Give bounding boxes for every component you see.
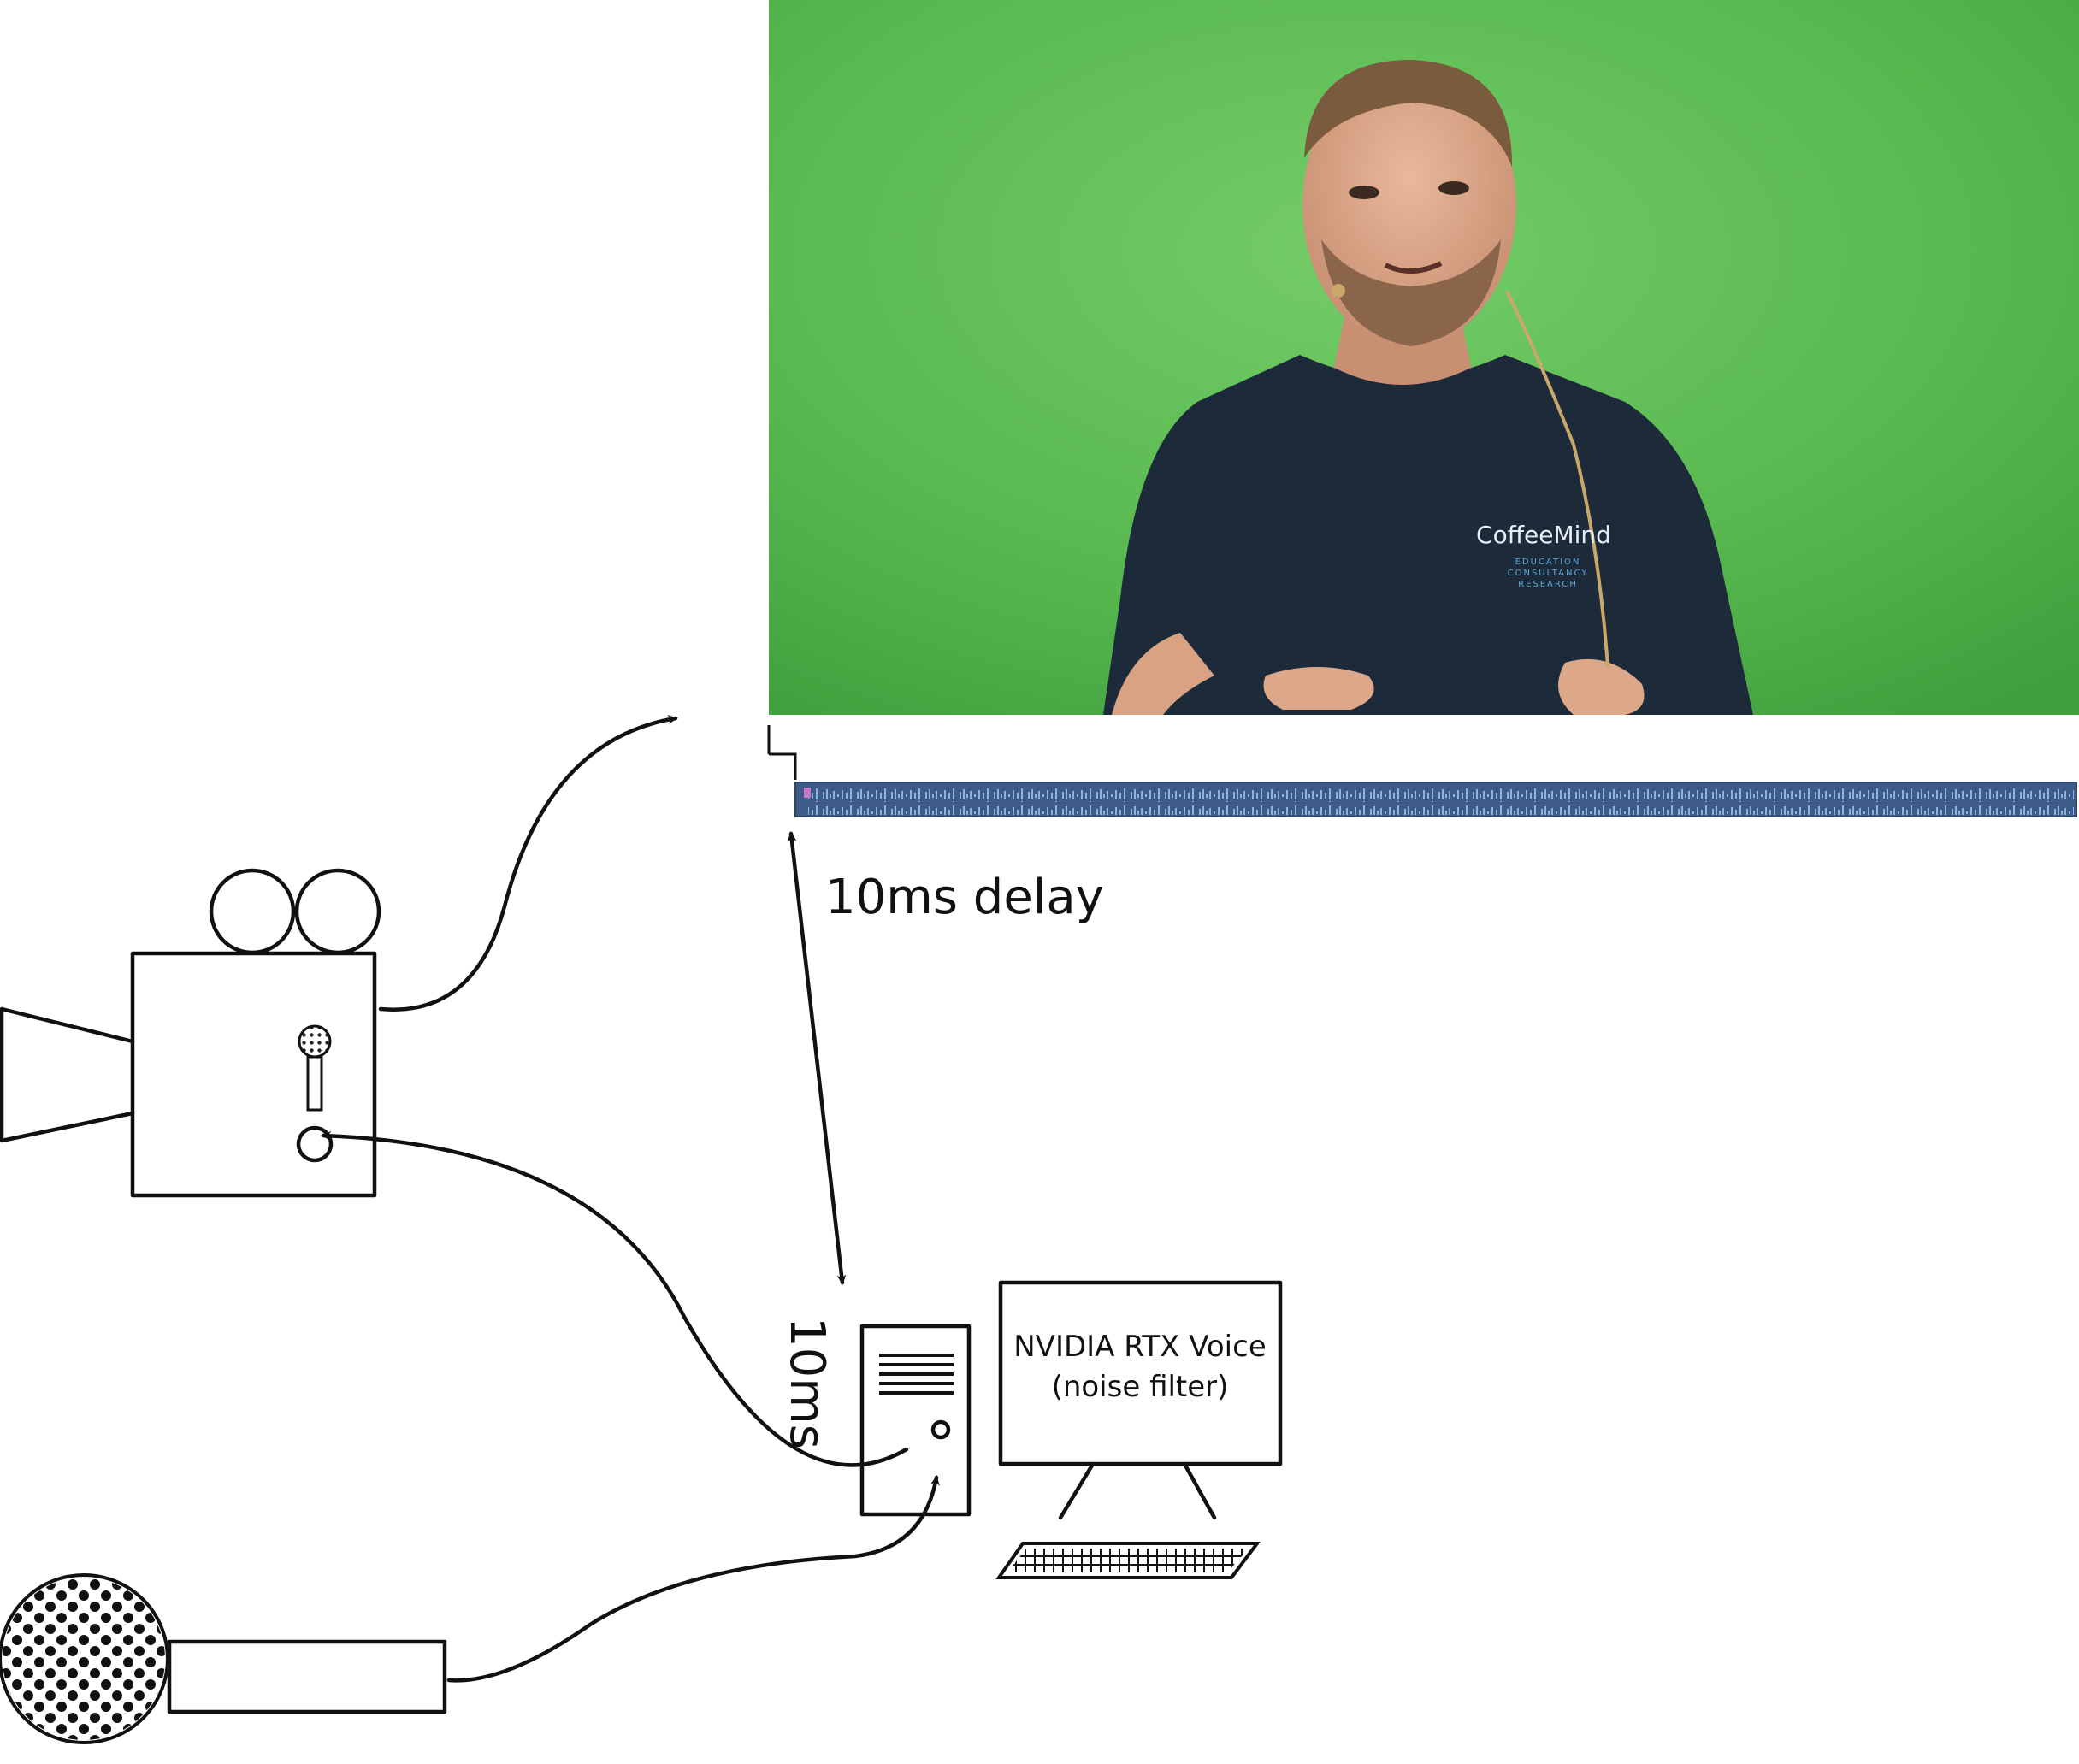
audio-waveform-top bbox=[808, 785, 2074, 799]
presenter-figure: CoffeeMind EDUCATION CONSULTANCY RESEARC… bbox=[1103, 60, 1753, 715]
pc-tower-case bbox=[859, 1324, 972, 1517]
microphone-handle bbox=[167, 1639, 447, 1714]
pc-tower bbox=[859, 1324, 972, 1517]
headset-mic-wire bbox=[1505, 290, 1609, 668]
pc-power-button bbox=[930, 1419, 951, 1440]
shirt-logo: CoffeeMind bbox=[1476, 521, 1611, 549]
audio-waveform-bottom bbox=[808, 801, 2074, 815]
pc-tower-vents bbox=[879, 1354, 954, 1395]
camera-to-video-arrow bbox=[378, 715, 678, 1012]
shirt-logo-sub3: RESEARCH bbox=[1518, 580, 1578, 589]
delay-label: 10ms delay bbox=[825, 870, 1104, 925]
camera-mic-head bbox=[298, 1024, 332, 1059]
presenter-mouth bbox=[1384, 261, 1443, 274]
monitor-stand-left bbox=[1058, 1461, 1096, 1520]
camera-audio-input-jack bbox=[296, 1125, 334, 1163]
microphone bbox=[0, 1573, 447, 1744]
pc-latency-label: 10ms bbox=[779, 1317, 835, 1449]
presenter-hair bbox=[1304, 60, 1513, 167]
camera-body bbox=[130, 951, 377, 1198]
shirt-logo-sub2: CONSULTANCY bbox=[1508, 569, 1589, 578]
monitor-label-line1: NVIDIA RTX Voice bbox=[1013, 1330, 1267, 1364]
camera-reel-left bbox=[209, 868, 296, 955]
presenter-eye-right bbox=[1438, 181, 1469, 195]
keyboard bbox=[995, 1542, 1261, 1579]
camera-mic-stick bbox=[306, 1055, 323, 1112]
camera-reel-right bbox=[294, 868, 381, 955]
presenter-left-arm bbox=[1112, 633, 1214, 715]
pc-to-camera-arrow bbox=[321, 1130, 909, 1467]
keyboard-keys bbox=[1007, 1549, 1249, 1572]
presenter-hands bbox=[1263, 658, 1645, 715]
video-frame: CoffeeMind EDUCATION CONSULTANCY RESEARC… bbox=[769, 0, 2079, 715]
audio-track bbox=[794, 782, 2077, 817]
presenter-eye-left bbox=[1349, 186, 1379, 199]
microphone-grille-dots bbox=[3, 1578, 165, 1740]
monitor-screen bbox=[998, 1280, 1283, 1466]
headset-mic bbox=[1332, 284, 1345, 298]
presenter-beard bbox=[1321, 239, 1501, 346]
offset-bracket bbox=[767, 725, 797, 780]
shirt-logo-sub1: EDUCATION bbox=[1515, 558, 1581, 567]
monitor: NVIDIA RTX Voice (noise filter) bbox=[998, 1280, 1283, 1520]
mic-to-pc-arrow bbox=[446, 1475, 940, 1683]
delay-arrow bbox=[787, 831, 847, 1285]
presenter-shirt bbox=[1103, 355, 1753, 715]
monitor-stand-right bbox=[1182, 1461, 1217, 1520]
audio-clip-marker bbox=[804, 788, 811, 798]
video-camera bbox=[0, 868, 381, 1198]
camera-lens bbox=[0, 1006, 135, 1143]
monitor-label-line2: (noise filter) bbox=[1052, 1370, 1229, 1404]
